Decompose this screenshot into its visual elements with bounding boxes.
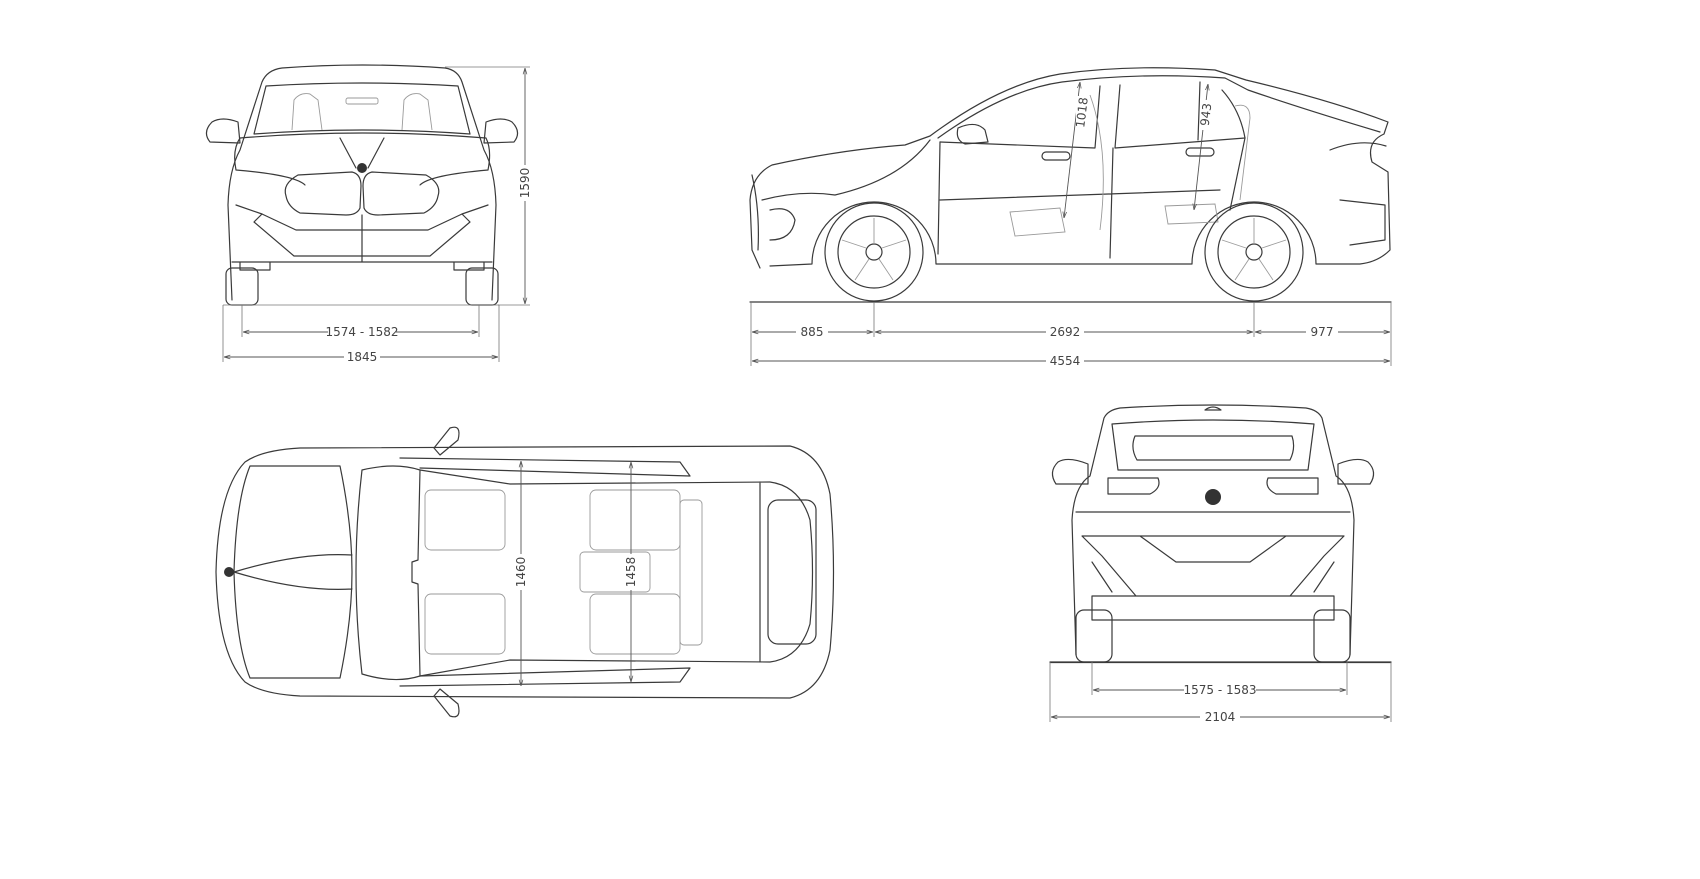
windshield-top [355, 465, 421, 681]
width-label: 1845 [347, 350, 378, 364]
mirror-right-top [433, 688, 460, 718]
rear-body-outline [1071, 404, 1355, 656]
mirror-left-rear [1051, 458, 1089, 485]
rear-tire-right [1313, 609, 1351, 663]
rear-window-top [767, 499, 817, 645]
rear-bumper-rear [1075, 511, 1351, 621]
side-view: 1018 943 885 2692 977 4554 [749, 67, 1392, 369]
side-sills [399, 457, 691, 687]
rear-overhang-label: 977 [1311, 325, 1334, 339]
front-interior-width-label: 1460 [514, 557, 528, 588]
bmw-logo-rear [1205, 489, 1221, 505]
front-seat-right [401, 93, 433, 131]
side-roof-line [937, 75, 1381, 139]
rear-view-mirror [345, 97, 379, 105]
bmw-logo-top [224, 567, 234, 577]
front-body-outline [227, 64, 497, 301]
lower-intake [253, 213, 471, 257]
front-overhang-label: 885 [801, 325, 824, 339]
front-windshield [253, 82, 471, 135]
tail-lights [1107, 477, 1319, 495]
mirror-right-rear [1337, 458, 1375, 485]
front-bumper [751, 174, 796, 251]
rear-window [1111, 419, 1315, 471]
rear-tire-left [1075, 609, 1113, 663]
mirror-right [483, 118, 519, 144]
seat-silhouettes [1009, 94, 1251, 237]
rear-ground-band [1049, 661, 1392, 664]
rear-bumper [1329, 142, 1387, 246]
front-headroom-label: 1018 [1073, 96, 1091, 128]
wheelbase-label: 2692 [1050, 325, 1081, 339]
cabin-outline [419, 469, 814, 677]
front-splitter [231, 204, 493, 271]
bmw-logo-front [357, 163, 367, 173]
rear-headroom-label: 943 [1198, 102, 1215, 126]
height-label: 1590 [518, 168, 532, 199]
side-door-lines [761, 137, 1246, 259]
front-seat-left [291, 93, 323, 131]
rear-view: 1575 - 1583 2104 [1049, 404, 1392, 725]
rear-interior-width-label: 1458 [624, 557, 638, 588]
front-wheel [824, 202, 924, 302]
hood-outline [233, 465, 353, 679]
rear-window-glass [1132, 435, 1295, 461]
front-track-label: 1574 - 1582 [325, 325, 398, 339]
front-door-handle [1041, 151, 1071, 161]
side-body-outline [749, 67, 1391, 269]
length-label: 4554 [1050, 354, 1081, 368]
hood-line [234, 132, 491, 186]
rear-wheel [1204, 202, 1304, 302]
mirror-left-top [433, 426, 460, 456]
seats-top [424, 489, 703, 655]
mirror-left [205, 118, 241, 144]
rear-spoiler-light [1204, 406, 1222, 411]
top-view: 1460 1458 [215, 426, 835, 718]
grille-right [362, 171, 440, 216]
front-view: 1590 1574 - 1582 1845 [205, 64, 532, 365]
top-body-outline [215, 445, 835, 699]
side-mirror [956, 123, 989, 145]
rear-track-label: 1575 - 1583 [1183, 683, 1256, 697]
grille-left [284, 171, 362, 216]
width-with-mirrors-label: 2104 [1205, 710, 1236, 724]
